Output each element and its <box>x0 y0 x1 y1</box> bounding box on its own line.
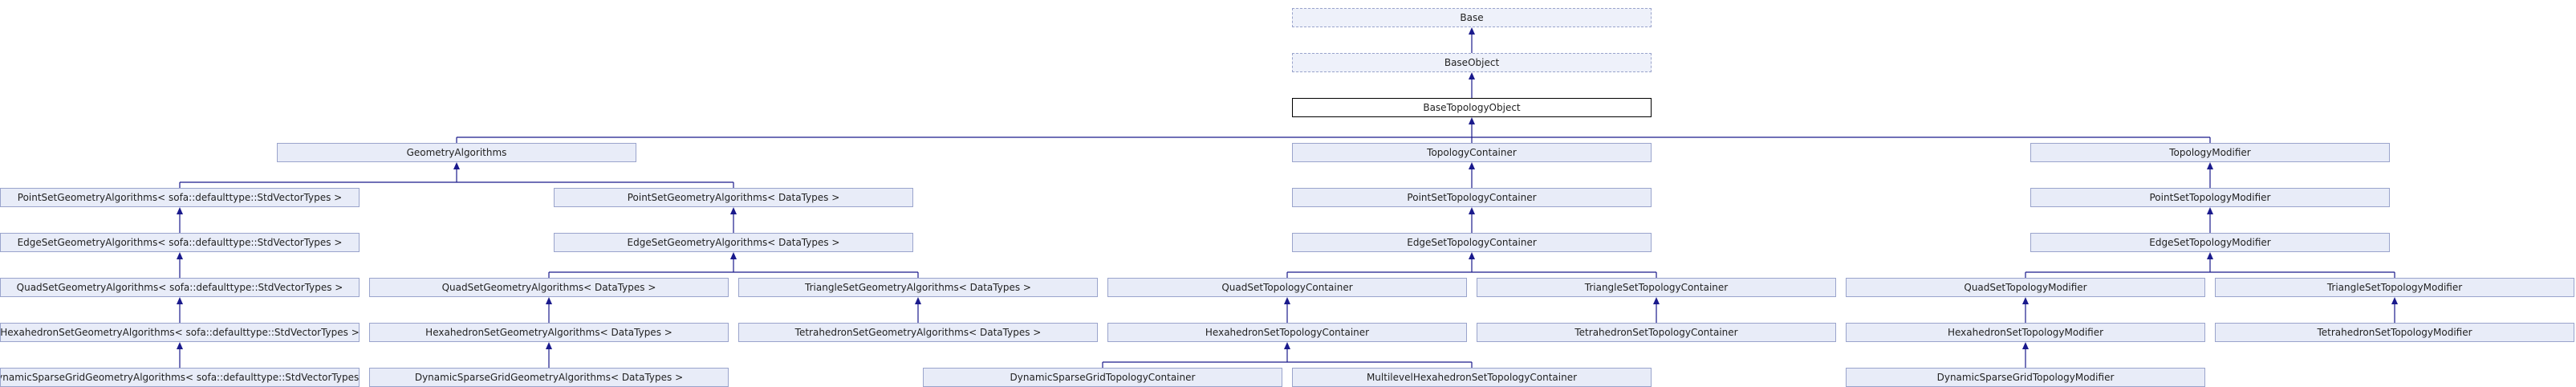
edge-group-edgesettopocontainer <box>1286 252 1657 278</box>
edge-arrowhead <box>177 342 183 349</box>
edge-arrowhead <box>453 162 460 169</box>
class-node-quadsettopologycontainer[interactable]: QuadSetTopologyContainer <box>1107 278 1467 297</box>
edge-group-edgesettopomodifier <box>2025 252 2395 278</box>
class-node-multilevelhexahedronsettopologycontainer[interactable]: MultilevelHexahedronSetTopologyContainer <box>1292 368 1652 387</box>
edge-arrowhead <box>2207 252 2213 259</box>
class-node-geometryalgorithms[interactable]: GeometryAlgorithms <box>277 143 636 162</box>
class-node-pointsettopologycontainer[interactable]: PointSetTopologyContainer <box>1292 188 1652 207</box>
edge-arrowhead <box>2022 297 2029 304</box>
class-node-edgesettopologymodifier[interactable]: EdgeSetTopologyModifier <box>2030 233 2390 252</box>
edge-arrowhead <box>177 297 183 304</box>
edge-arrowhead <box>177 252 183 259</box>
class-node-pointsettopologymodifier[interactable]: PointSetTopologyModifier <box>2030 188 2390 207</box>
edge-arrowhead <box>1284 342 1290 349</box>
edge-group-geometryalgorithms <box>179 162 734 188</box>
edge-arrowhead <box>1469 252 1475 259</box>
edge-arrowhead <box>177 207 183 214</box>
edge-group-pointsettopomodifier <box>2207 207 2213 233</box>
edge-arrowhead <box>2207 207 2213 214</box>
class-node-trianglesetgeometryalgorithms-datatypes[interactable]: TriangleSetGeometryAlgorithms< DataTypes… <box>738 278 1098 297</box>
edge-group-hexasetgeom_std <box>177 342 183 368</box>
class-node-baseobject[interactable]: BaseObject <box>1292 53 1652 72</box>
class-node-basetopologyobject[interactable]: BaseTopologyObject <box>1292 98 1652 117</box>
class-node-hexahedronsettopologycontainer[interactable]: HexahedronSetTopologyContainer <box>1107 323 1467 342</box>
edge-arrowhead <box>1469 27 1475 35</box>
inheritance-edges <box>177 27 2398 368</box>
edge-group-base <box>1469 27 1475 53</box>
class-node-trianglesettopologymodifier[interactable]: TriangleSetTopologyModifier <box>2215 278 2574 297</box>
edge-group-edgesetgeom_std <box>177 252 183 278</box>
edge-group-pointsetgeom_std <box>177 207 183 233</box>
class-node-pointsetgeometryalgorithms-stdvectortypes[interactable]: PointSetGeometryAlgorithms< sofa::defaul… <box>0 188 360 207</box>
class-node-dynamicsparsegridgeometryalgorithms-datatypes[interactable]: DynamicSparseGridGeometryAlgorithms< Dat… <box>369 368 729 387</box>
class-node-edgesettopologycontainer[interactable]: EdgeSetTopologyContainer <box>1292 233 1652 252</box>
edge-group-hexasettopocontainer <box>1102 342 1473 368</box>
class-node-quadsetgeometryalgorithms-stdvectortypes[interactable]: QuadSetGeometryAlgorithms< sofa::default… <box>0 278 360 297</box>
edge-arrowhead <box>546 297 552 304</box>
edge-arrowhead <box>1284 297 1290 304</box>
edge-group-hexasettopomodifier <box>2022 342 2029 368</box>
edge-group-pointsettopocontainer <box>1469 207 1475 233</box>
class-node-quadsettopologymodifier[interactable]: QuadSetTopologyModifier <box>1846 278 2205 297</box>
class-node-quadsetgeometryalgorithms-datatypes[interactable]: QuadSetGeometryAlgorithms< DataTypes > <box>369 278 729 297</box>
class-node-pointsetgeometryalgorithms-datatypes[interactable]: PointSetGeometryAlgorithms< DataTypes > <box>554 188 913 207</box>
class-node-topologycontainer[interactable]: TopologyContainer <box>1292 143 1652 162</box>
class-node-topologymodifier[interactable]: TopologyModifier <box>2030 143 2390 162</box>
class-node-hexahedronsetgeometryalgorithms-stdvectortypes[interactable]: HexahedronSetGeometryAlgorithms< sofa::d… <box>0 323 360 342</box>
edge-arrowhead <box>1469 72 1475 79</box>
class-node-tetrahedronsetgeometryalgorithms-datatypes[interactable]: TetrahedronSetGeometryAlgorithms< DataTy… <box>738 323 1098 342</box>
edge-arrowhead <box>1469 162 1475 169</box>
edge-group-quadsettopocontainer <box>1284 297 1290 323</box>
edge-group-basetopologyobject <box>456 117 2211 143</box>
edge-arrowhead <box>1653 297 1660 304</box>
class-node-hexahedronsetgeometryalgorithms-datatypes[interactable]: HexahedronSetGeometryAlgorithms< DataTyp… <box>369 323 729 342</box>
edge-group-quadsetgeom_dt <box>546 297 552 323</box>
edge-group-quadsettopomodifier <box>2022 297 2029 323</box>
edge-arrowhead <box>730 252 737 259</box>
edge-arrowhead <box>915 297 921 304</box>
edge-arrowhead <box>546 342 552 349</box>
edge-group-pointsetgeom_dt <box>730 207 737 233</box>
edge-arrowhead <box>2391 297 2398 304</box>
edge-arrowhead <box>1469 207 1475 214</box>
edge-group-edgesetgeom_dt <box>548 252 919 278</box>
class-node-tetrahedronsettopologymodifier[interactable]: TetrahedronSetTopologyModifier <box>2215 323 2574 342</box>
edge-arrowhead <box>2207 162 2213 169</box>
class-node-edgesetgeometryalgorithms-datatypes[interactable]: EdgeSetGeometryAlgorithms< DataTypes > <box>554 233 913 252</box>
class-node-dynamicsparsegridtopologycontainer[interactable]: DynamicSparseGridTopologyContainer <box>923 368 1282 387</box>
class-node-trianglesettopologycontainer[interactable]: TriangleSetTopologyContainer <box>1477 278 1836 297</box>
class-node-dynamicsparsegridtopologymodifier[interactable]: DynamicSparseGridTopologyModifier <box>1846 368 2205 387</box>
edge-group-hexasetgeom_dt <box>546 342 552 368</box>
edge-arrowhead <box>2022 342 2029 349</box>
edge-group-trianglesettopocontainer <box>1653 297 1660 323</box>
edge-arrowhead <box>1469 117 1475 124</box>
class-node-edgesetgeometryalgorithms-stdvectortypes[interactable]: EdgeSetGeometryAlgorithms< sofa::default… <box>0 233 360 252</box>
class-node-base[interactable]: Base <box>1292 8 1652 27</box>
edge-group-trianglesettopomodifier <box>2391 297 2398 323</box>
edge-group-baseobject <box>1469 72 1475 98</box>
class-node-dynamicsparsegridgeometryalgorithms-stdvectortypes[interactable]: DynamicSparseGridGeometryAlgorithms< sof… <box>0 368 360 387</box>
edge-arrowhead <box>730 207 737 214</box>
edge-group-topologycontainer <box>1469 162 1475 188</box>
edge-group-topologymodifier <box>2207 162 2213 188</box>
edge-group-quadsetgeom_std <box>177 297 183 323</box>
class-node-hexahedronsettopologymodifier[interactable]: HexahedronSetTopologyModifier <box>1846 323 2205 342</box>
edge-group-trianglesetgeom_dt <box>915 297 921 323</box>
class-node-tetrahedronsettopologycontainer[interactable]: TetrahedronSetTopologyContainer <box>1477 323 1836 342</box>
